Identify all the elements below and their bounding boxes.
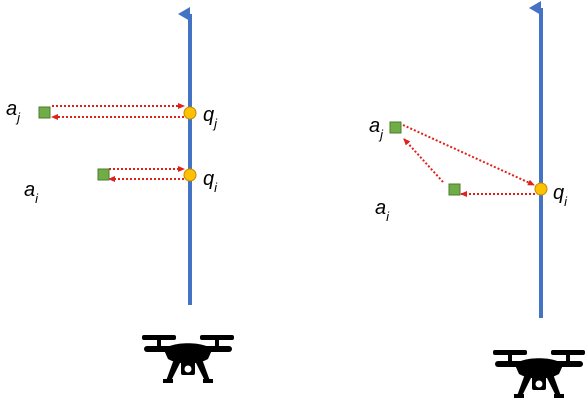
- left-label-ai: ai: [24, 179, 39, 206]
- right-agent-ai-square: [448, 183, 461, 196]
- right-arrow-ai-to-aj: [403, 138, 444, 183]
- left-query-qi-point: [183, 168, 197, 182]
- left-panel: aj qj qi ai: [6, 7, 234, 383]
- right-label-qi: qi: [553, 182, 568, 209]
- right-agent-aj-square: [389, 121, 402, 134]
- left-agent-ai-square: [97, 168, 110, 181]
- drone-icon: [142, 335, 234, 383]
- right-arrow-aj-to-qi: [402, 124, 535, 186]
- left-label-qi: qi: [203, 168, 218, 195]
- drone-icon: [493, 350, 585, 398]
- left-label-aj: aj: [6, 98, 21, 125]
- right-panel: aj qi ai: [369, 1, 585, 398]
- left-label-qj: qj: [203, 104, 218, 131]
- left-agent-aj-square: [38, 106, 51, 119]
- right-label-ai: ai: [375, 197, 390, 224]
- right-query-qi-point: [534, 182, 548, 196]
- left-query-qj-point: [183, 106, 197, 120]
- right-label-aj: aj: [369, 115, 384, 142]
